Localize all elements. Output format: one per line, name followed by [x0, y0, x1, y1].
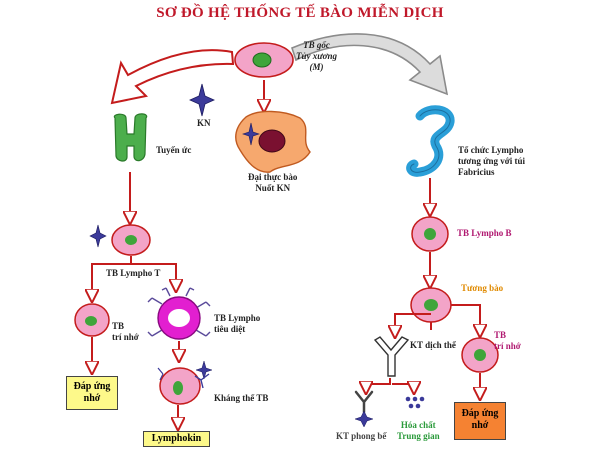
plasma-cell — [410, 287, 452, 323]
t-lymphocyte-label: TB Lympho T — [106, 268, 161, 278]
antibody-y-icon — [373, 336, 410, 377]
blocking-antibody-label: KT phong bế — [336, 431, 387, 441]
lymph-tissue-label: Tổ chức Lympho tương ứng với túi Fabrici… — [458, 145, 526, 177]
killer-cell-label: TB Lympho tiêu diệt — [214, 313, 261, 334]
t-memory-cell — [74, 303, 110, 337]
macrophage — [235, 110, 311, 173]
plasma-cell-label: Tương bào — [461, 283, 504, 293]
curved-arrow-right — [291, 33, 449, 96]
mediators-label: Hóa chất Trung gian — [397, 420, 440, 441]
antibody-t-cell — [157, 360, 213, 405]
macrophage-label: Đại thực bào Nuốt KN — [248, 172, 298, 193]
chemical-mediators-icon — [405, 396, 425, 409]
thymus-icon — [113, 113, 148, 162]
antigen-star-icon-2 — [89, 224, 107, 248]
thymus-label: Tuyến ức — [156, 145, 192, 155]
t-lymphocyte-cell — [111, 224, 151, 256]
blocking-antibody-icon — [354, 390, 374, 428]
antibody-tb-label: Kháng thể TB — [214, 393, 269, 403]
lymph-tissue-icon — [406, 105, 455, 177]
curved-arrow-left — [110, 49, 235, 105]
b-antibody-label: KT dịch thể — [410, 340, 456, 350]
b-lymphocyte-cell — [411, 216, 449, 252]
lymphokin-box: Lymphokin — [143, 431, 210, 447]
diagram-title: SƠ ĐỒ HỆ THỐNG TẾ BÀO MIỄN DỊCH — [156, 5, 444, 21]
memory-response-box-right: Đáp ứng nhớ — [454, 402, 506, 440]
antigen-label: KN — [197, 118, 211, 128]
b-memory-cell — [461, 337, 499, 373]
stem-cell-label: TB gốc Tủy xương (M) — [296, 40, 337, 72]
memory-response-box-left: Đáp ứng nhớ — [66, 376, 118, 410]
antigen-star-icon — [189, 83, 215, 117]
stem-cell — [234, 42, 294, 78]
b-memory-label: TB trí nhớ — [494, 330, 521, 351]
killer-lymphocyte-cell — [147, 287, 211, 340]
b-lymphocyte-label: TB Lympho B — [457, 228, 512, 238]
t-memory-label: TB trí nhớ — [112, 321, 139, 342]
